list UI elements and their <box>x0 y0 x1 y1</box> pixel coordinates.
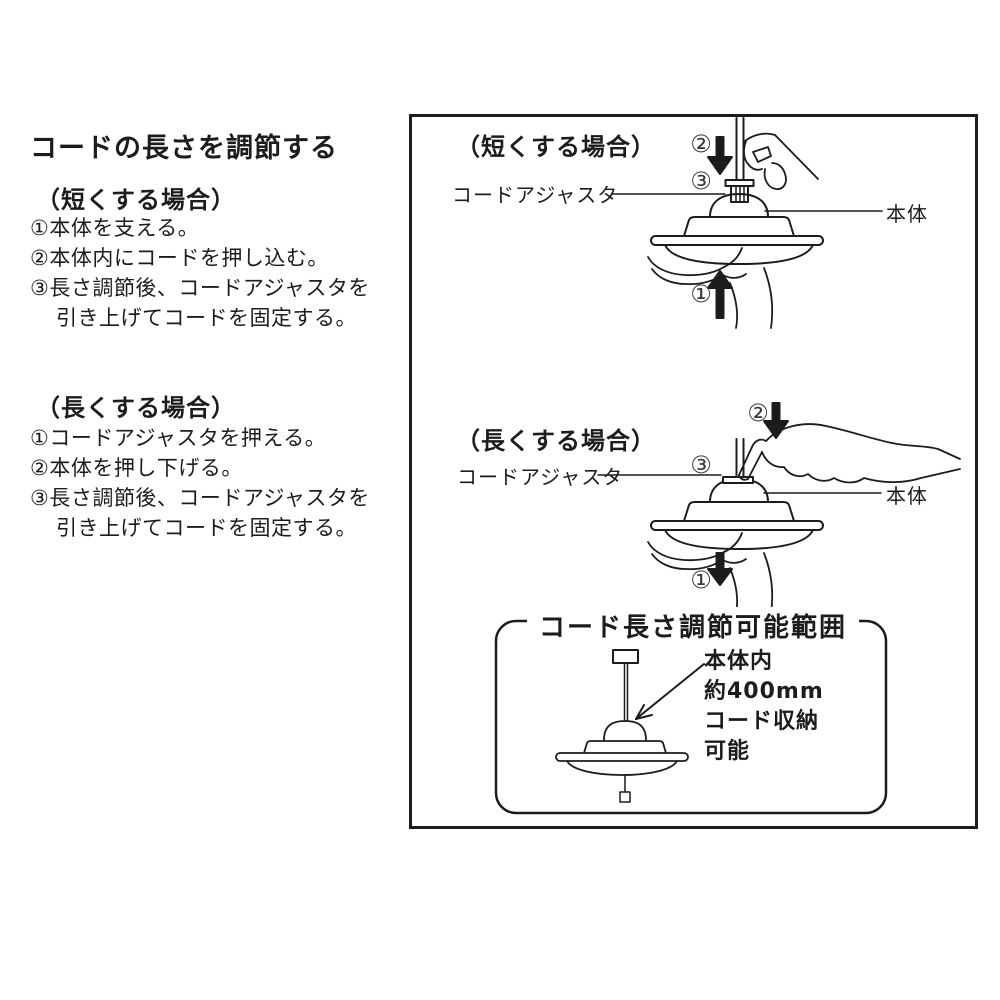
long-case-illustration <box>597 402 961 614</box>
step1-marker: ① <box>690 280 712 308</box>
pull-cord-knob <box>619 791 631 803</box>
hand-pressing <box>738 423 961 484</box>
step-item: ②本体内にコードを押し込む。 <box>30 246 329 270</box>
step3-marker: ③ <box>690 167 712 195</box>
section-heading-shorten: （短くする場合） <box>36 186 236 214</box>
diagram-line-art <box>494 117 961 815</box>
step-item: ③長さ調節後、コードアジャスタを <box>30 486 370 510</box>
step2-marker: ② <box>747 399 769 427</box>
step-item: ①コードアジャスタを押える。 <box>30 426 327 450</box>
arrow-down-icon <box>707 552 733 586</box>
cord-adjuster-label: コードアジャスタ <box>457 465 624 489</box>
hand-pinching <box>743 132 819 190</box>
ceiling-canopy <box>612 649 639 664</box>
step1-marker: ① <box>690 566 712 594</box>
step-item: ②本体を押し下げる。 <box>30 456 243 480</box>
pendant-lamp-body <box>650 193 824 265</box>
arrow-down-icon <box>763 402 789 439</box>
body-label: 本体 <box>886 202 928 226</box>
pointer-arrow <box>635 663 705 720</box>
steps-shorten: ①本体を支える。 ②本体内にコードを押し込む。 ③長さ調節後、コードアジャスタを… <box>30 213 370 333</box>
arrow-up-icon <box>707 270 733 319</box>
step2-marker: ② <box>690 130 712 158</box>
step3-marker: ③ <box>690 451 712 479</box>
range-note-line: 約400mm <box>704 679 824 704</box>
short-case-heading: （短くする場合） <box>456 133 656 161</box>
cord-adjuster <box>722 476 754 484</box>
arrow-down-icon <box>707 136 733 175</box>
range-note: 本体内 約400mm コード収納 可能 <box>704 647 824 767</box>
steps-lengthen: ①コードアジャスタを押える。 ②本体を押し下げる。 ③長さ調節後、コードアジャス… <box>30 423 370 543</box>
step-item-continuation: 引き上げてコードを固定する。 <box>56 306 357 330</box>
long-case-heading: （長くする場合） <box>456 427 656 455</box>
page-title: コードの長さを調節する <box>30 133 338 164</box>
range-note-line: 本体内 <box>704 649 774 674</box>
step-item-continuation: 引き上げてコードを固定する。 <box>56 516 357 540</box>
range-note-line: 可能 <box>704 739 751 764</box>
short-case-illustration <box>611 117 883 329</box>
body-label: 本体 <box>886 484 928 508</box>
range-box-border <box>494 619 888 815</box>
step-item: ③長さ調節後、コードアジャスタを <box>30 276 370 300</box>
range-illustration <box>494 619 888 815</box>
range-box-title: コード長さ調節可能範囲 <box>526 607 860 644</box>
diagram-box: （短くする場合） コードアジャスタ 本体 ② ③ ① （長くする場合） コードア… <box>409 114 978 829</box>
cord-adjuster-label: コードアジャスタ <box>452 183 619 207</box>
range-note-line: コード収納 <box>704 709 820 734</box>
section-heading-lengthen: （長くする場合） <box>36 394 236 422</box>
step-item: ①本体を支える。 <box>30 216 200 240</box>
